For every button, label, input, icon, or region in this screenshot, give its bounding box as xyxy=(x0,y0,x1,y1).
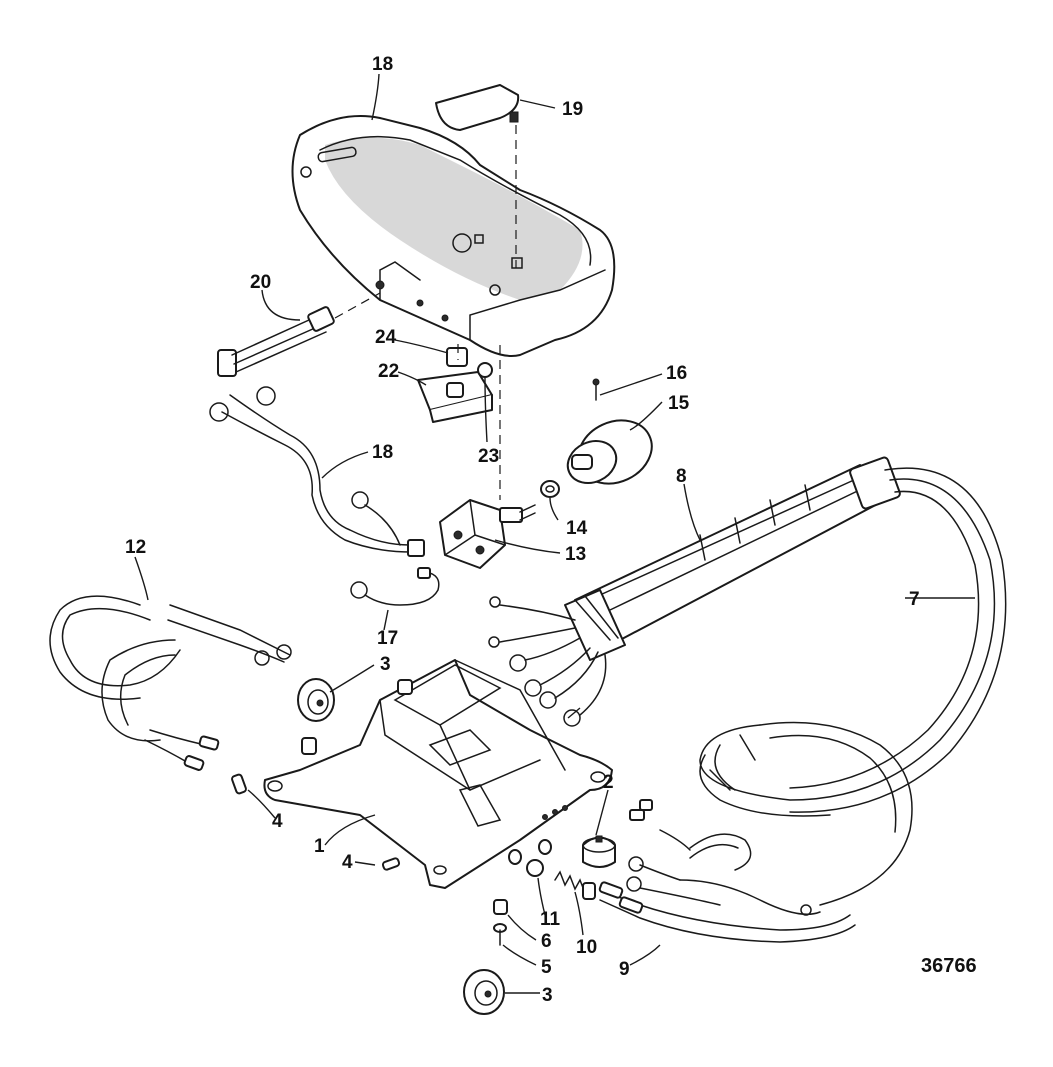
callout-23: 23 xyxy=(478,446,499,467)
steering-cable-12 xyxy=(49,595,292,771)
callout-19: 18 xyxy=(372,54,393,75)
rubber-cap xyxy=(582,835,616,868)
pin-upper xyxy=(231,773,247,795)
callout-3-lower: 3 xyxy=(542,985,553,1006)
lock-nut xyxy=(526,859,544,877)
callout-2: 2 xyxy=(603,772,614,793)
pulley-upper xyxy=(297,678,335,722)
callout-14: 14 xyxy=(566,518,588,539)
callout-8: 8 xyxy=(676,466,687,487)
control-knob xyxy=(566,378,653,485)
callout-15: 15 xyxy=(668,393,690,414)
callout-3-upper: 3 xyxy=(380,654,391,675)
pulley-lower xyxy=(463,969,505,1015)
callout-labels: 18 19 20 24 22 23 16 15 18 14 13 8 7 12 … xyxy=(125,54,977,1006)
cable-loop-7 xyxy=(699,467,1007,906)
mounting-bracket xyxy=(263,659,613,889)
callout-13: 13 xyxy=(565,544,586,565)
pivot-pin xyxy=(217,306,335,377)
ground-wire xyxy=(350,567,440,606)
callout-5: 5 xyxy=(541,957,552,978)
callout-4-upper: 4 xyxy=(272,811,283,832)
callout-20: 19 xyxy=(562,99,583,120)
rotary-switch xyxy=(439,499,536,569)
hex-nut xyxy=(540,480,560,498)
wire-harness xyxy=(209,386,425,557)
callout-9: 9 xyxy=(619,959,630,980)
callout-10: 10 xyxy=(576,937,597,958)
screw xyxy=(493,923,507,946)
callout-22: 22 xyxy=(378,361,399,382)
foot-pedal-housing xyxy=(291,115,616,357)
pedal-pad xyxy=(435,84,520,131)
callout-24: 24 xyxy=(375,327,397,348)
callout-17: 17 xyxy=(377,628,398,649)
figure-id: 36766 xyxy=(921,955,977,977)
callout-12: 12 xyxy=(125,537,146,558)
fittings xyxy=(508,839,552,865)
pin-lower xyxy=(381,857,401,871)
sleeve-lead-wires xyxy=(488,596,607,727)
callout-6: 6 xyxy=(541,931,552,952)
control-cable-sleeve xyxy=(564,456,901,661)
callout-18: 18 xyxy=(372,442,393,463)
steering-cable-9 xyxy=(598,799,856,943)
callout-7: 7 xyxy=(909,589,920,610)
callout-11: 11 xyxy=(540,909,561,930)
washer-nut xyxy=(493,899,508,915)
callout-16: 16 xyxy=(666,363,687,384)
leader-lines xyxy=(134,73,975,994)
spring xyxy=(554,870,596,900)
assembly-centerlines xyxy=(334,125,517,500)
callout-1: 1 xyxy=(314,836,325,857)
microswitch xyxy=(417,347,493,423)
callout-21: 20 xyxy=(250,272,271,293)
callout-4-lower: 4 xyxy=(342,852,353,873)
